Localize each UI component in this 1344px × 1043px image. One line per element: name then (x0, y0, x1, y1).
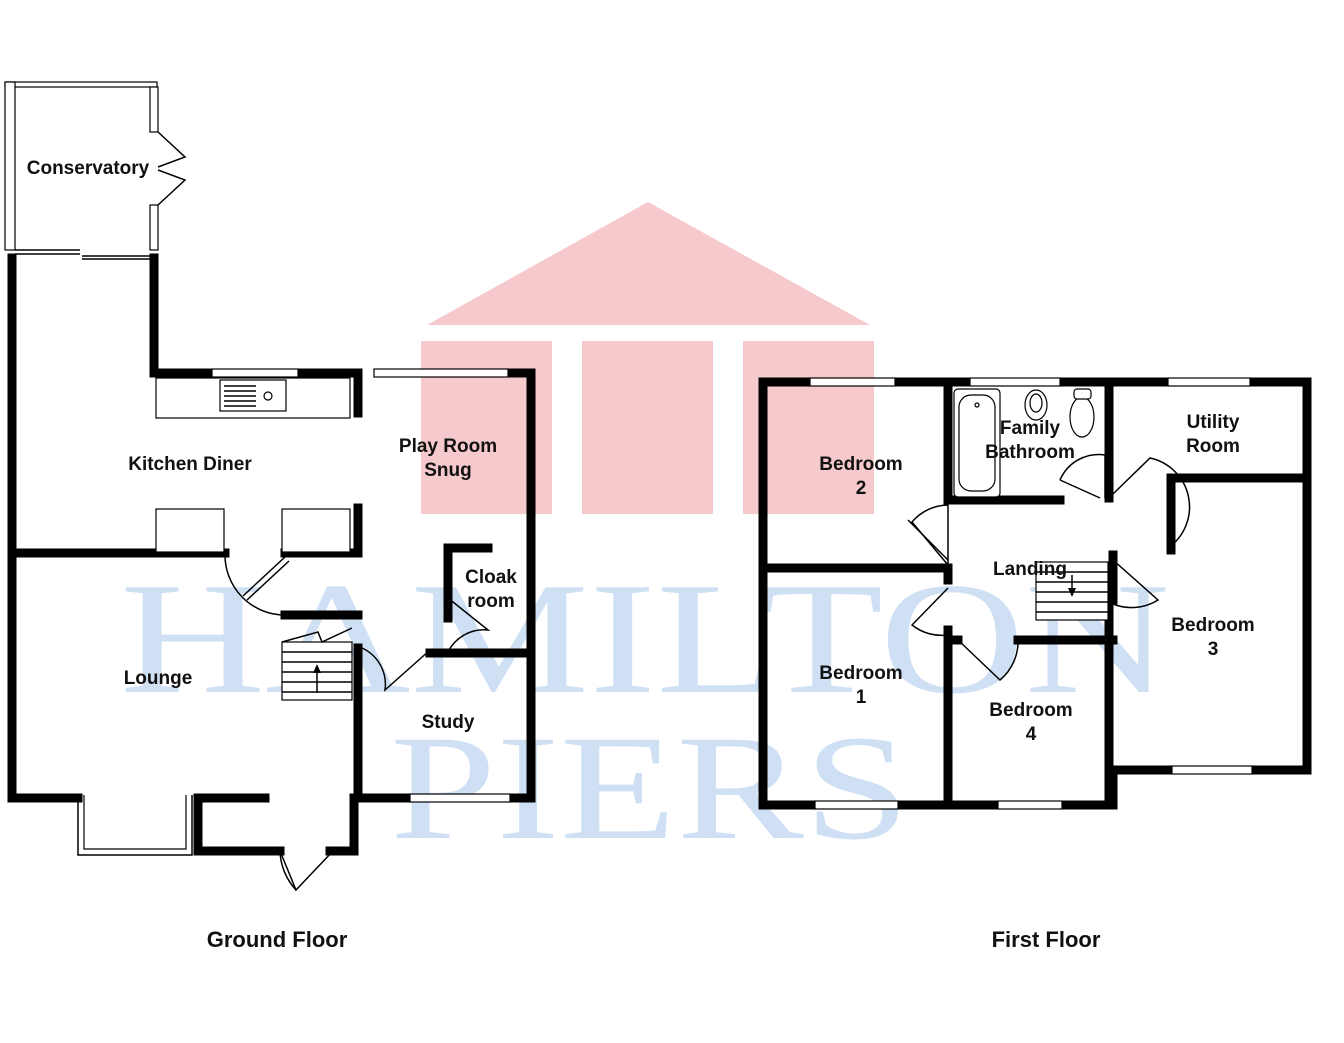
label-lounge: Lounge (124, 668, 193, 689)
label-conservatory: Conservatory (27, 158, 150, 179)
kitchen-fittings (155, 377, 351, 553)
conservatory-walls (4, 81, 187, 260)
label-kitchen-diner: Kitchen Diner (128, 454, 252, 475)
label-bedroom4-line2: 4 (1026, 724, 1037, 745)
label-play-room-line1: Play Room (399, 436, 497, 457)
label-bathroom-line1: Family (1000, 418, 1061, 439)
label-bedroom1-line1: Bedroom (819, 663, 902, 684)
label-cloak-line2: room (467, 591, 515, 612)
first-floor-walls (758, 377, 1312, 810)
label-bathroom-line2: Bathroom (985, 442, 1075, 463)
first-floor-windows (809, 377, 1253, 810)
watermark: HAMILTON PIERS (120, 202, 1170, 871)
ground-floor-doors (224, 552, 491, 892)
label-study: Study (422, 712, 475, 733)
ground-floor-stairs (281, 627, 353, 701)
first-floor-stairs (1035, 561, 1109, 621)
label-bedroom2-line1: Bedroom (819, 454, 902, 475)
label-bedroom2-line2: 2 (856, 478, 867, 499)
ground-floor-walls (7, 253, 536, 856)
ground-floor-windows (77, 368, 511, 856)
watermark-house-logo (421, 202, 874, 514)
watermark-line2: PIERS (390, 705, 910, 871)
toilet-icon (1069, 396, 1095, 438)
ground-floor-title: Ground Floor (207, 927, 348, 952)
ground-floor-plan: Conservatory Kitchen Diner Play Room Snu… (4, 81, 536, 952)
first-floor-doors (907, 453, 1191, 682)
label-bedroom1-line2: 1 (856, 687, 867, 708)
label-cloak-line1: Cloak (465, 567, 517, 588)
label-bedroom3-line2: 3 (1208, 639, 1219, 660)
first-floor-title: First Floor (992, 927, 1101, 952)
label-utility-line2: Room (1186, 436, 1240, 457)
label-play-room-line2: Snug (424, 460, 472, 481)
first-floor-plan: Bedroom 2 Family Bathroom Utility Room L… (758, 377, 1312, 952)
label-bedroom4-line1: Bedroom (989, 700, 1072, 721)
label-bedroom3-line1: Bedroom (1171, 615, 1254, 636)
label-utility-line1: Utility (1187, 412, 1240, 433)
bathroom-fittings (953, 388, 1095, 498)
label-landing: Landing (993, 559, 1067, 580)
